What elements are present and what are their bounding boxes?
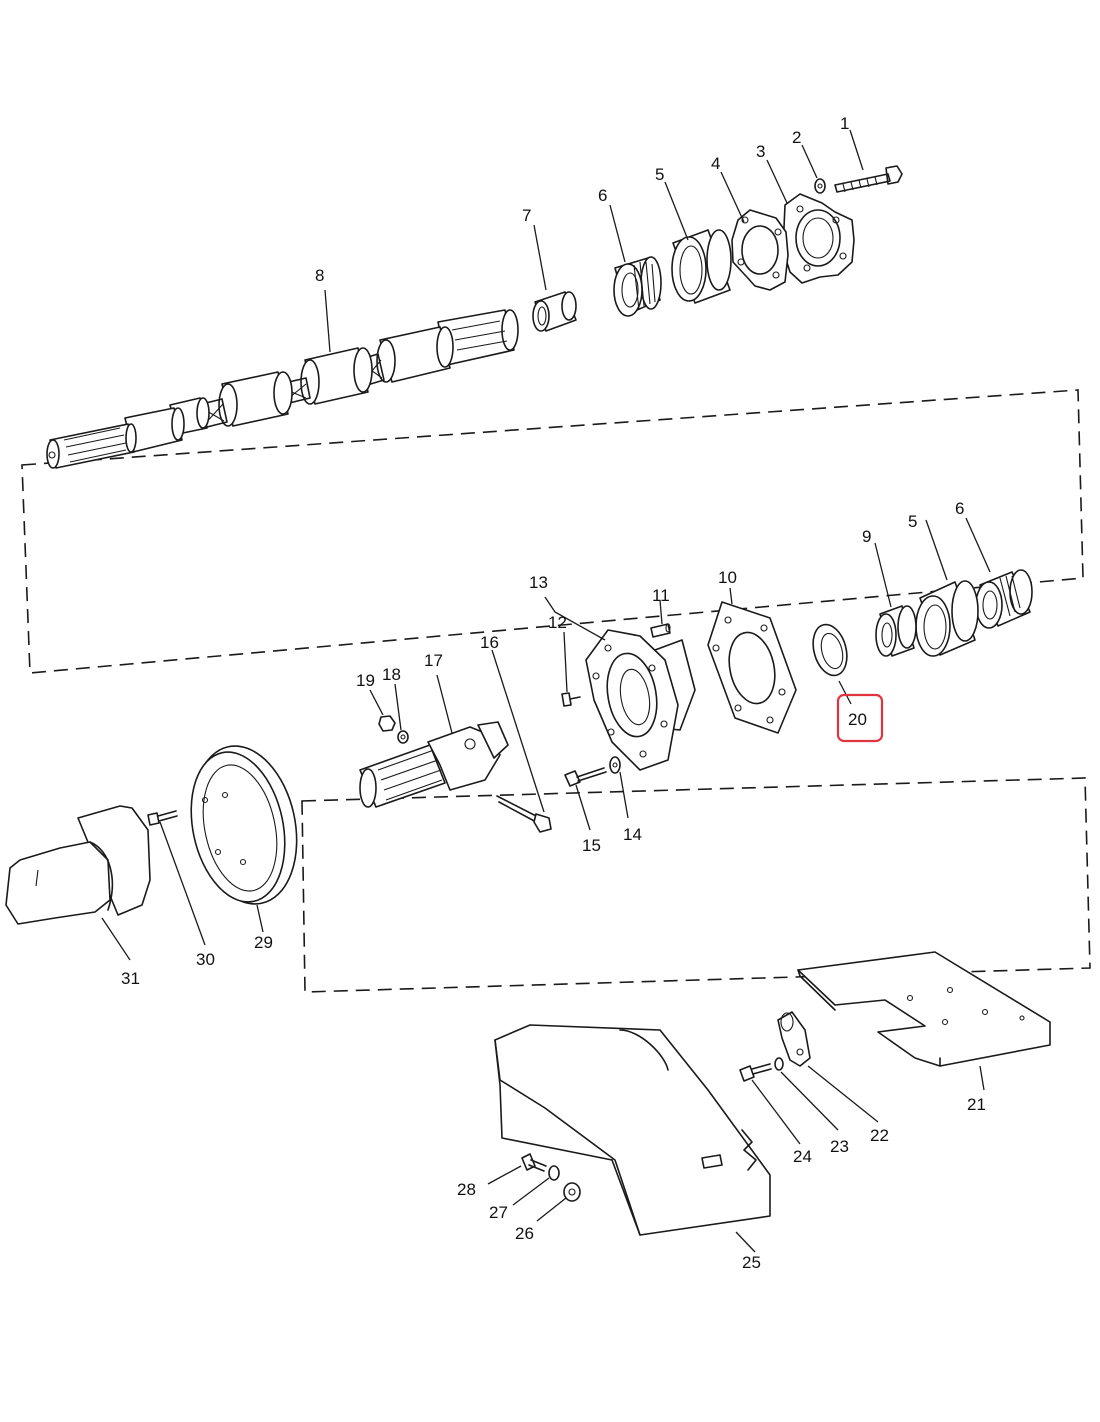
part-clip-22	[777, 1011, 811, 1067]
callout-28: 28	[457, 1180, 476, 1199]
callout-5: 5	[655, 165, 664, 184]
callout-30: 30	[196, 950, 215, 969]
part-washer-2	[814, 178, 826, 194]
part-washer-23	[774, 1057, 784, 1071]
callout-10: 10	[718, 568, 737, 587]
callout-12: 12	[548, 613, 567, 632]
callout-8: 8	[315, 266, 324, 285]
callout-13: 13	[529, 573, 548, 592]
part-roller-bearing-6-lower	[975, 569, 1033, 629]
part-bolt-1	[834, 165, 903, 193]
part-bushing-7	[532, 291, 577, 332]
part-gasket-10	[707, 601, 797, 734]
callout-16: 16	[480, 633, 499, 652]
part-screw-30	[147, 810, 178, 826]
part-washer-27	[548, 1165, 560, 1181]
callout-4: 4	[711, 154, 720, 173]
callout-2: 2	[792, 128, 801, 147]
callout-20: 20	[848, 710, 867, 729]
callout-19: 19	[356, 671, 375, 690]
part-screw-15	[564, 767, 607, 787]
callout-18: 18	[382, 665, 401, 684]
callout-5b: 5	[908, 512, 917, 531]
callout-31: 31	[121, 969, 140, 988]
callout-11: 11	[652, 586, 670, 605]
callout-27: 27	[489, 1203, 508, 1222]
part-screw-12	[561, 692, 581, 707]
part-seal-20	[812, 623, 848, 677]
part-bolt-16	[496, 795, 552, 833]
callout-23: 23	[830, 1137, 849, 1156]
part-main-shaft-8	[46, 309, 519, 469]
callout-24: 24	[793, 1147, 812, 1166]
part-spacer-9	[875, 605, 917, 657]
part-nut-19	[378, 715, 396, 732]
part-dowel-11	[650, 623, 671, 638]
callout-9: 9	[862, 527, 871, 546]
part-nut-26	[563, 1182, 581, 1202]
alignment-envelope-upper	[21, 389, 1084, 674]
leader-lines	[101, 129, 991, 1253]
callout-20-highlight	[836, 693, 884, 743]
part-bearing-cup-5-lower	[915, 580, 979, 657]
callout-6: 6	[598, 186, 607, 205]
part-pulley-29	[190, 745, 298, 905]
callout-26: 26	[515, 1224, 534, 1243]
part-roller-bearing-6-upper	[613, 256, 662, 317]
part-bolt-24	[739, 1063, 772, 1082]
part-shield-31	[5, 805, 151, 925]
part-gasket-4	[731, 209, 789, 291]
callout-29: 29	[254, 933, 273, 952]
part-bracket-21	[797, 951, 1051, 1067]
callout-6b: 6	[955, 499, 964, 518]
part-washer-14	[609, 756, 621, 774]
callout-17: 17	[424, 651, 443, 670]
part-bearing-cup-5-upper	[671, 229, 732, 304]
part-bolt-28	[521, 1153, 547, 1172]
callout-25: 25	[742, 1253, 761, 1272]
callout-22: 22	[870, 1126, 889, 1145]
callout-1: 1	[840, 114, 849, 133]
part-retainer-3	[782, 193, 855, 284]
part-housing-13	[585, 629, 696, 771]
callout-21: 21	[967, 1095, 986, 1114]
callout-15: 15	[582, 836, 601, 855]
callout-labels: 1 2 3 4 5 6 7 8 6 5 9 10 11 12 13 14 15 …	[121, 114, 986, 1272]
alignment-envelope-lower	[301, 777, 1091, 993]
part-input-yoke-17	[359, 721, 509, 808]
part-bracket-25	[494, 1024, 771, 1236]
callout-3: 3	[756, 142, 765, 161]
callout-14: 14	[623, 825, 642, 844]
callout-7: 7	[522, 206, 531, 225]
part-washer-18	[397, 730, 409, 744]
